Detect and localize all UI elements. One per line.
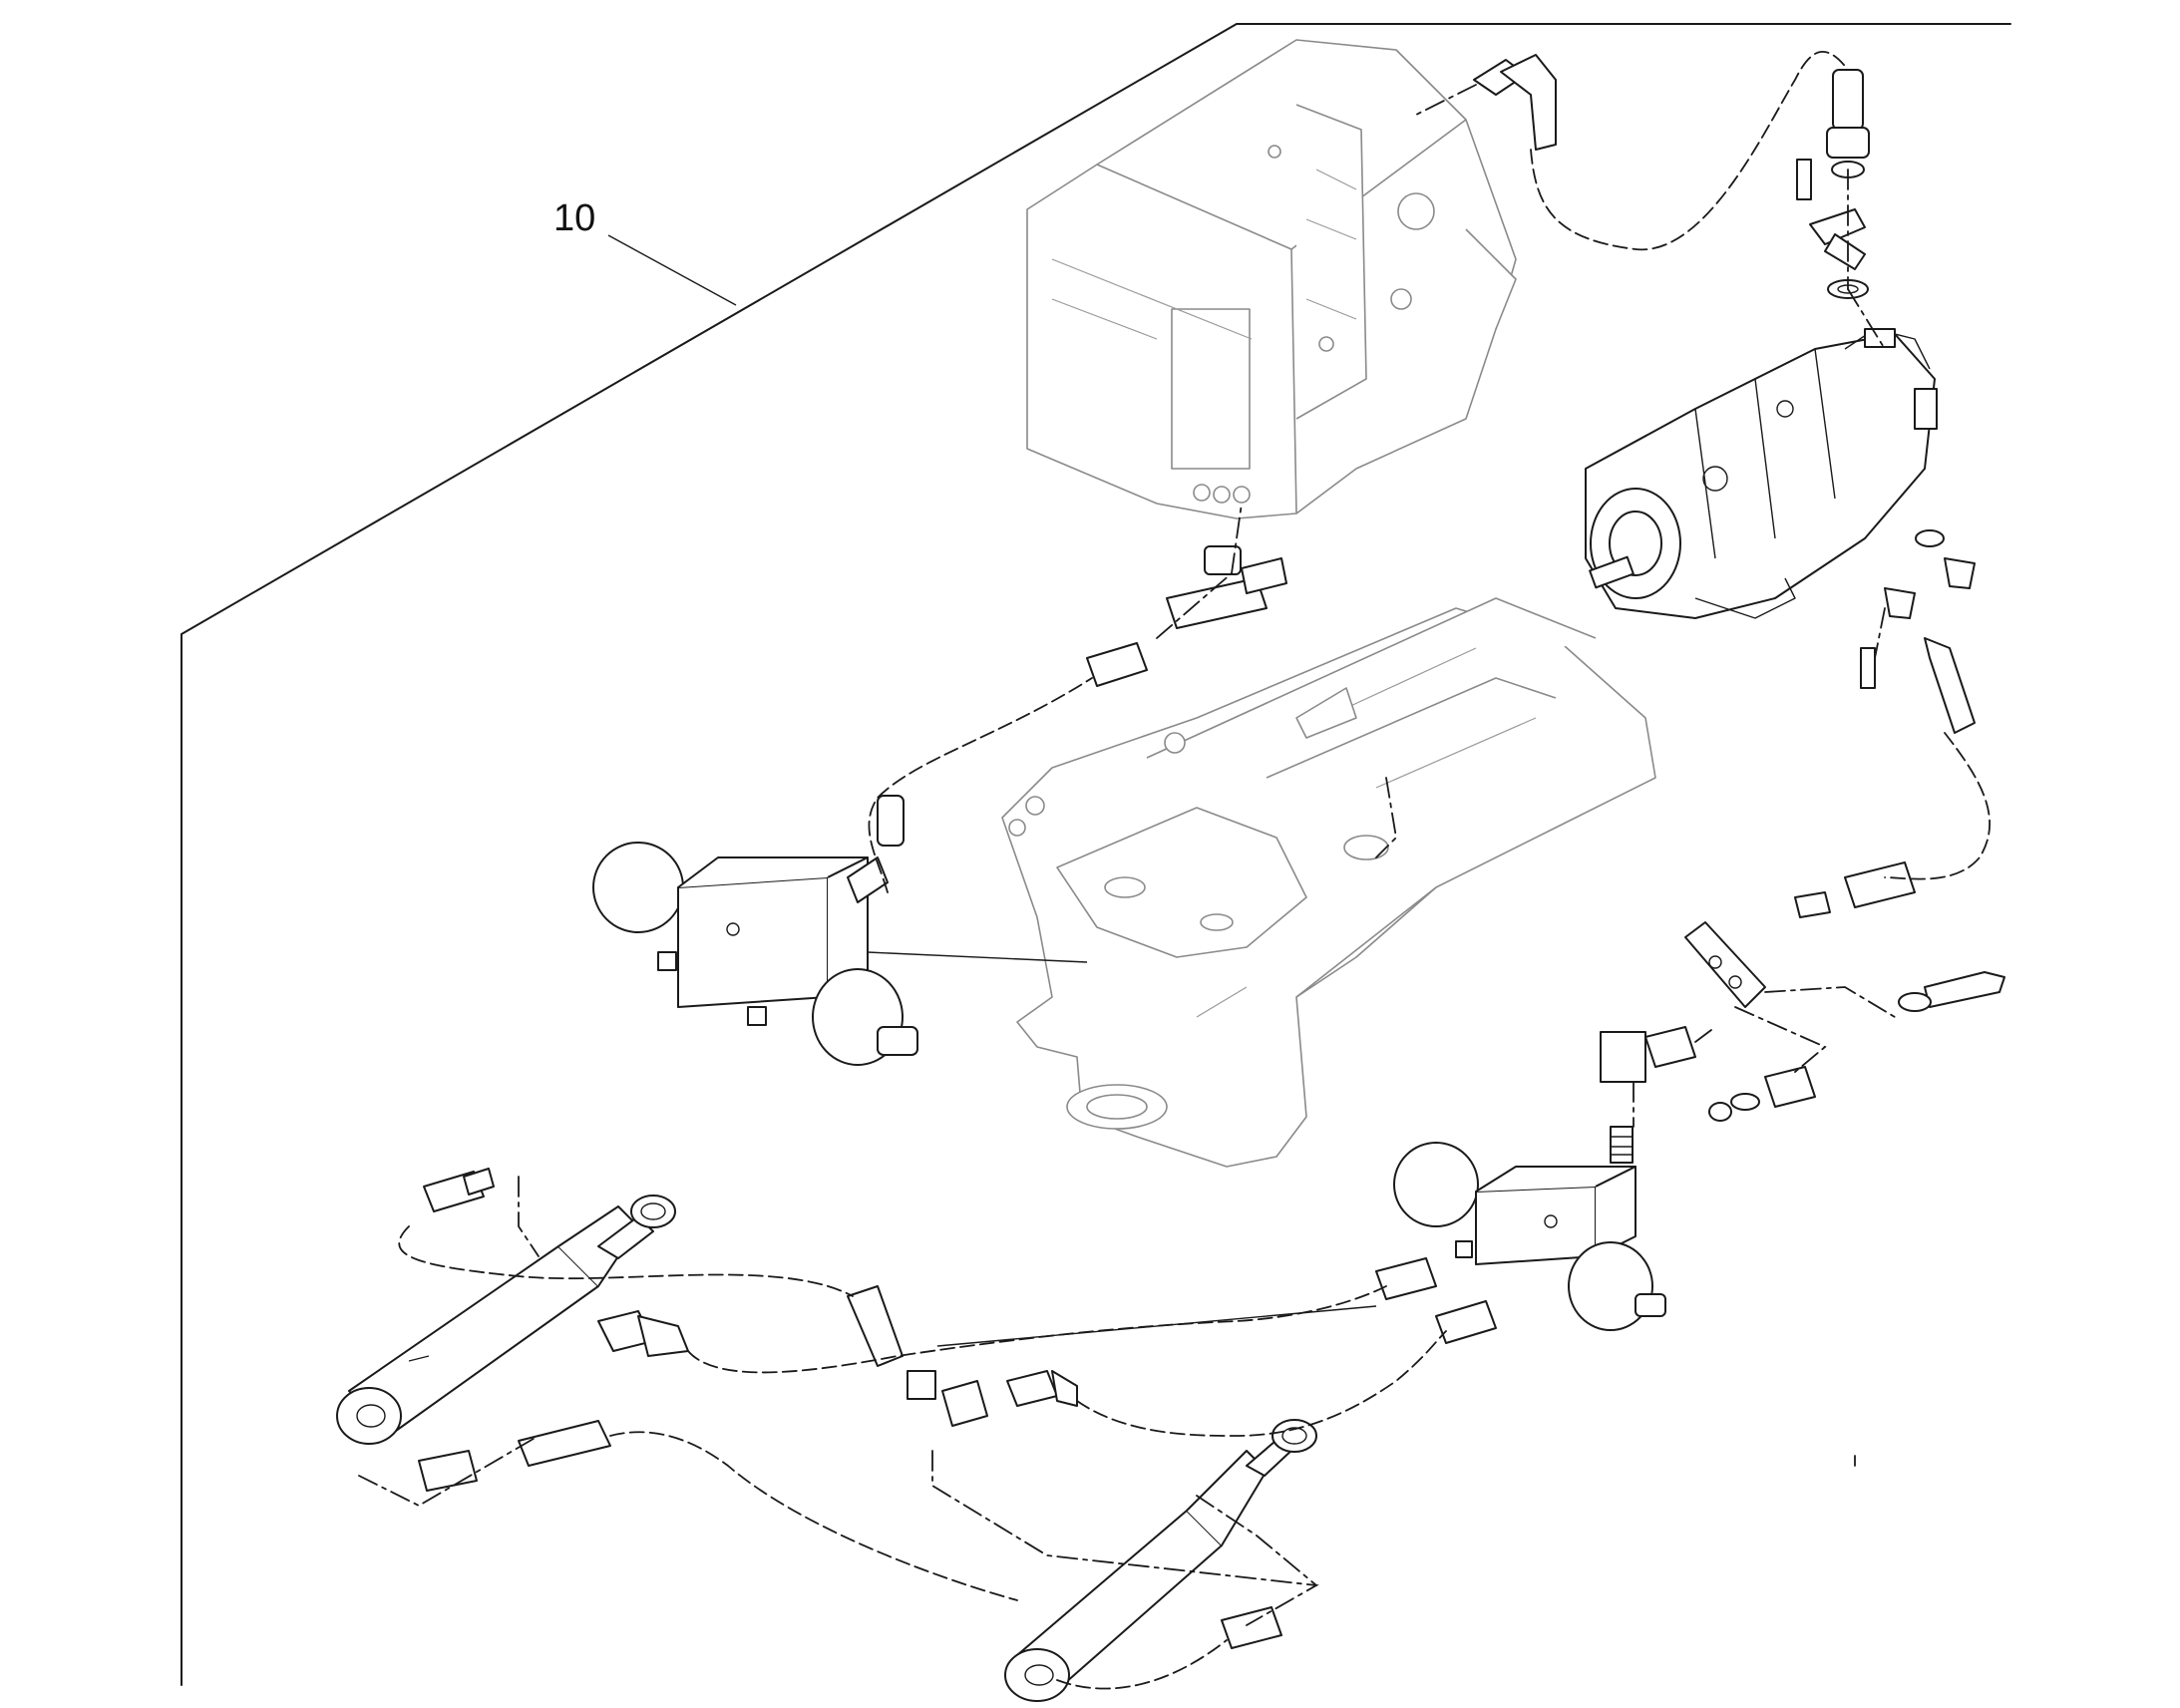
callout-10[interactable]: 10 bbox=[553, 197, 737, 306]
hydraulic-pump bbox=[1585, 328, 1938, 619]
cab-housing bbox=[1026, 39, 1517, 519]
callout-leader-10 bbox=[607, 234, 737, 306]
chassis-frame bbox=[1001, 597, 1656, 1168]
hydraulic-cylinder-left bbox=[336, 1195, 676, 1445]
accumulator-valve-right bbox=[1393, 1142, 1666, 1331]
mounting-bracket-right bbox=[1600, 861, 2005, 1164]
pump-top-fittings bbox=[1796, 69, 1870, 299]
accumulator-valve-left bbox=[592, 842, 918, 1066]
pump-bottom-fittings bbox=[1860, 529, 1976, 734]
hose-fittings bbox=[418, 54, 1557, 1649]
hydraulic-cylinder-lower bbox=[1004, 1419, 1317, 1702]
callout-label-10: 10 bbox=[553, 197, 595, 239]
assembly-boundary bbox=[181, 23, 2011, 1686]
reference-leaders bbox=[867, 951, 1377, 1347]
assembly-centerlines bbox=[358, 84, 1896, 1626]
